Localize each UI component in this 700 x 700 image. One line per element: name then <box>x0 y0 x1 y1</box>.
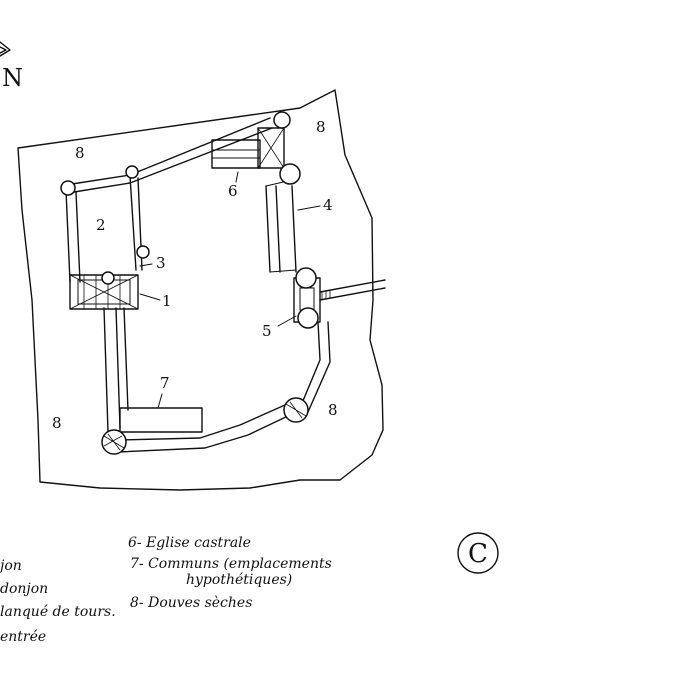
moat-boundary <box>17 89 384 491</box>
legend-left-2: donjon <box>0 581 49 597</box>
towers <box>60 111 319 455</box>
callout-5: 5 <box>262 322 272 340</box>
legend-right-7b: hypothétiques) <box>186 572 293 588</box>
callout-1: 1 <box>162 292 172 310</box>
legend-left-4: entrée <box>0 629 47 645</box>
legend-right-7: 7- Communs (emplacements <box>130 556 332 572</box>
legend-left-1: jon <box>0 558 22 574</box>
zone-label-moat-w: 8 <box>52 414 62 432</box>
callout-3: 3 <box>156 254 166 272</box>
legend-right-8: 8- Douves sèches <box>130 595 253 611</box>
zone-label-moat-se: 8 <box>328 401 338 419</box>
callout-6: 6 <box>228 182 238 200</box>
curtain-walls <box>65 117 331 453</box>
callout-7: 7 <box>160 374 170 392</box>
legend-left-3: lanqué de tours. <box>0 604 116 620</box>
callout-2: 2 <box>96 216 106 234</box>
north-label: N <box>2 64 23 92</box>
communs-building <box>119 407 203 433</box>
zone-label-moat-nw: 8 <box>75 144 85 162</box>
copyright-letter: C <box>468 539 488 569</box>
legend-right-6: 6- Eglise castrale <box>128 535 251 551</box>
church-building <box>211 127 285 169</box>
zone-label-moat-ne: 8 <box>316 118 326 136</box>
compass-arrow-icon <box>0 41 11 57</box>
callout-4: 4 <box>323 196 333 214</box>
copyright-circle <box>457 532 499 574</box>
